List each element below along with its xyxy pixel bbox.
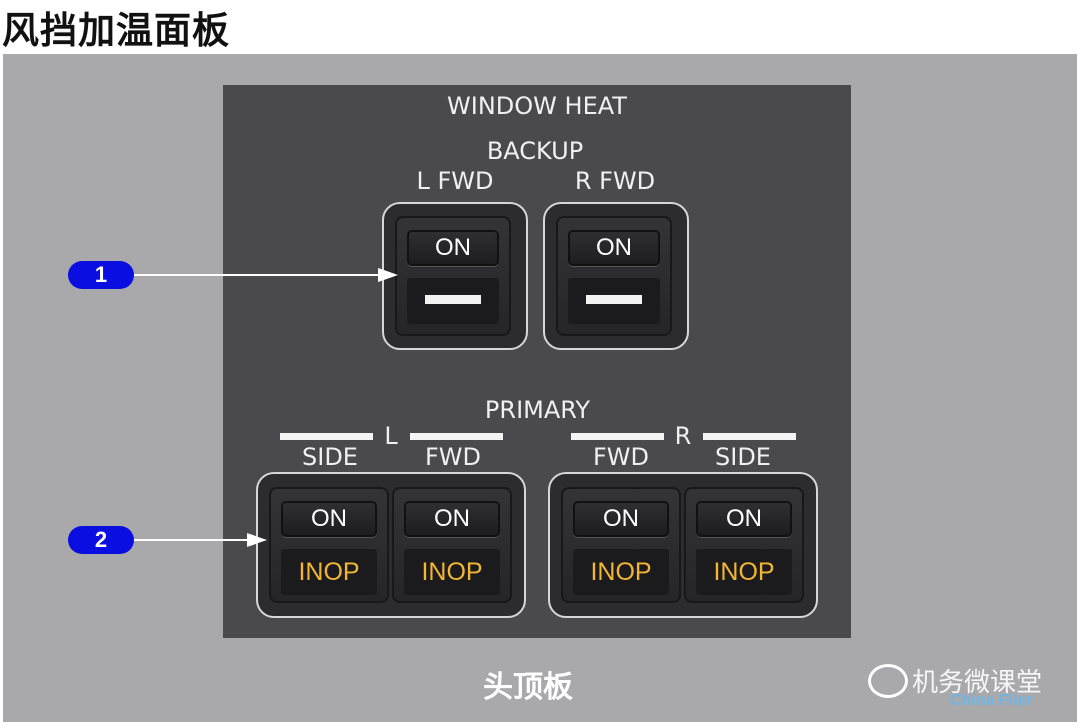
wechat-logo-icon <box>868 664 908 698</box>
primary-l-side-inop-light: INOP <box>298 558 360 586</box>
panel-title: WINDOW HEAT <box>447 92 627 120</box>
primary-r-fwd-label: FWD <box>592 443 649 471</box>
primary-l-fwd-bar <box>410 433 503 440</box>
primary-l-side-on-light: ON <box>281 501 377 537</box>
primary-l-fwd-switch[interactable]: ON INOP <box>392 487 512 603</box>
primary-l-side-switch[interactable]: ON INOP <box>269 487 389 603</box>
overhead-panel-label: 头顶板 <box>483 670 573 705</box>
primary-r-fwd-bar <box>571 433 664 440</box>
primary-r-side-on-light: ON <box>696 501 792 537</box>
backup-l-fwd-switch[interactable]: ON <box>395 216 511 336</box>
callout-1-badge: 1 <box>68 261 134 289</box>
watermark-text: 机务微课堂 <box>912 668 1043 698</box>
primary-l-label: L <box>384 422 398 450</box>
backup-r-fwd-indicator <box>568 278 660 324</box>
page-title: 风挡加温面板 <box>2 9 230 52</box>
primary-l-fwd-on-light: ON <box>404 501 500 537</box>
callout-2-badge: 2 <box>68 526 134 554</box>
backup-l-fwd-white-bar <box>425 295 481 304</box>
primary-r-fwd-inop-light: INOP <box>590 558 652 586</box>
backup-left-label: L FWD <box>416 167 494 195</box>
primary-l-fwd-inop-area: INOP <box>404 549 500 595</box>
primary-l-side-label: SIDE <box>302 443 358 471</box>
backup-r-fwd-switch[interactable]: ON <box>556 216 672 336</box>
backup-l-fwd-indicator <box>407 278 499 324</box>
backup-r-fwd-white-bar <box>586 295 642 304</box>
backup-l-fwd-on-light: ON <box>407 230 499 266</box>
primary-r-fwd-on-light: ON <box>573 501 669 537</box>
primary-r-side-switch[interactable]: ON INOP <box>684 487 804 603</box>
primary-l-fwd-inop-light: INOP <box>421 558 483 586</box>
primary-l-side-inop-area: INOP <box>281 549 377 595</box>
primary-r-fwd-switch[interactable]: ON INOP <box>561 487 681 603</box>
watermark-sub: China Flier <box>950 692 1033 709</box>
backup-r-fwd-on-light: ON <box>568 230 660 266</box>
primary-r-side-inop-area: INOP <box>696 549 792 595</box>
primary-r-label: R <box>674 422 692 450</box>
primary-r-side-label: SIDE <box>715 443 771 471</box>
primary-r-side-bar <box>703 433 796 440</box>
backup-right-label: R FWD <box>574 167 656 195</box>
primary-r-fwd-inop-area: INOP <box>573 549 669 595</box>
backup-label: BACKUP <box>486 137 584 165</box>
primary-label: PRIMARY <box>484 396 591 424</box>
primary-l-side-bar <box>280 433 373 440</box>
primary-l-fwd-label: FWD <box>424 443 481 471</box>
primary-r-side-inop-light: INOP <box>713 558 775 586</box>
